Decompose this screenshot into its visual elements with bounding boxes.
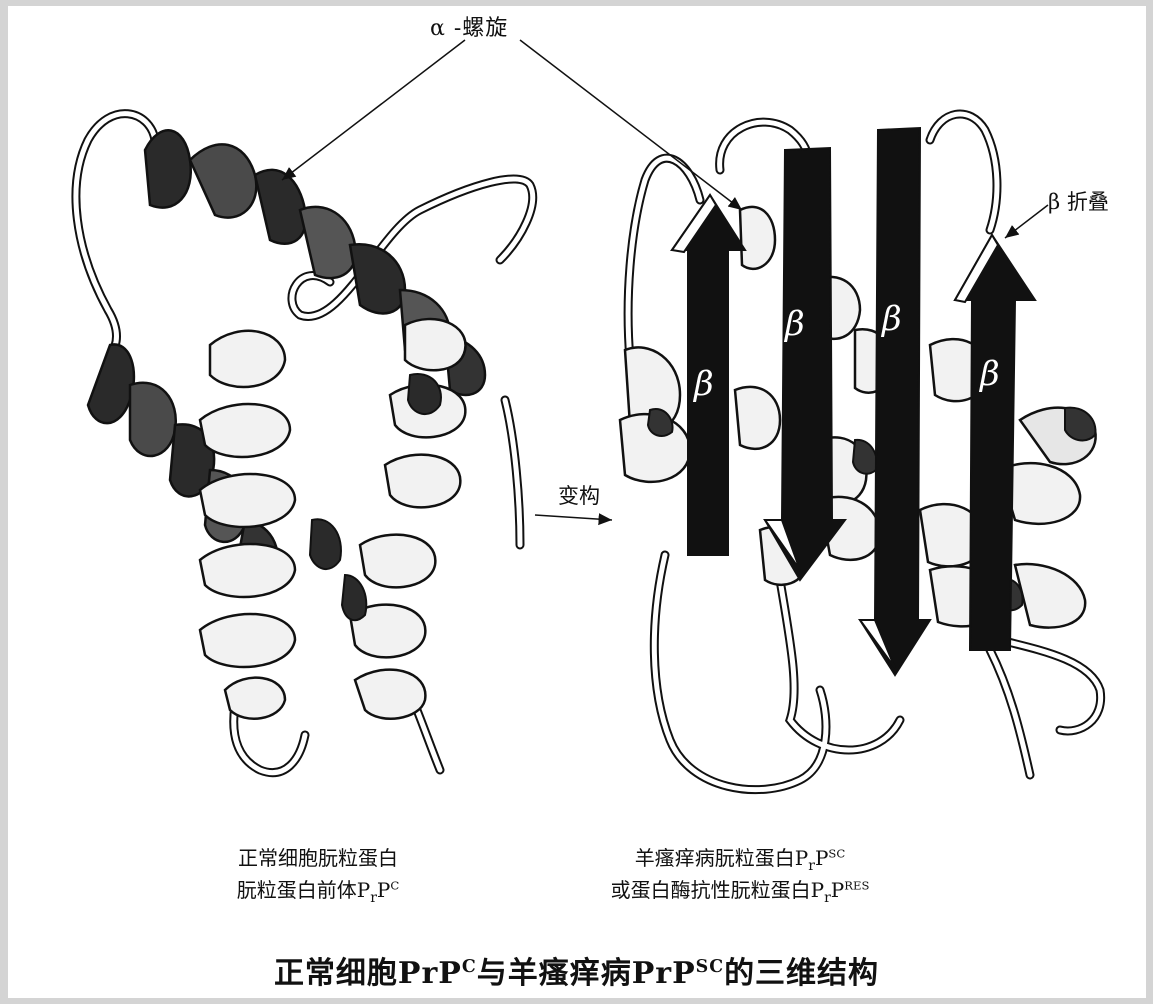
prpsc-structure: β β β β [620, 114, 1101, 790]
prpc-caption-line1: 正常细胞朊粒蛋白 [168, 842, 468, 874]
figure-title: 正常细胞PrPC与羊瘙痒病PrPSC的三维结构 [0, 948, 1153, 992]
prpc-caption-line2: 朊粒蛋白前体PrPC [168, 874, 468, 906]
prpsc-caption-line2: 或蛋白酶抗性朊粒蛋白PrPRES [520, 874, 960, 906]
alpha-helix-label: α -螺旋 [430, 10, 508, 42]
transform-arrow [535, 515, 612, 520]
prpsc-caption-line1: 羊瘙痒病朊粒蛋白PrPSC [520, 842, 960, 874]
prpsc-caption: 羊瘙痒病朊粒蛋白PrPSC 或蛋白酶抗性朊粒蛋白PrPRES [520, 842, 960, 906]
beta-symbol-2: β [783, 304, 805, 344]
beta-strand-3 [860, 128, 930, 675]
beta-sheet-label: β 折叠 [1048, 186, 1109, 216]
beta-pointer [1005, 205, 1048, 238]
prpc-caption: 正常细胞朊粒蛋白 朊粒蛋白前体PrPC [168, 842, 468, 906]
prpc-structure [76, 114, 533, 773]
alpha-pointer-left [282, 40, 465, 180]
beta-symbol-3: β [880, 299, 902, 339]
alpha-pointer-right [520, 40, 742, 210]
transform-label: 变构 [558, 480, 600, 510]
beta-symbol-4: β [978, 354, 1000, 394]
beta-symbol-1: β [692, 364, 714, 404]
